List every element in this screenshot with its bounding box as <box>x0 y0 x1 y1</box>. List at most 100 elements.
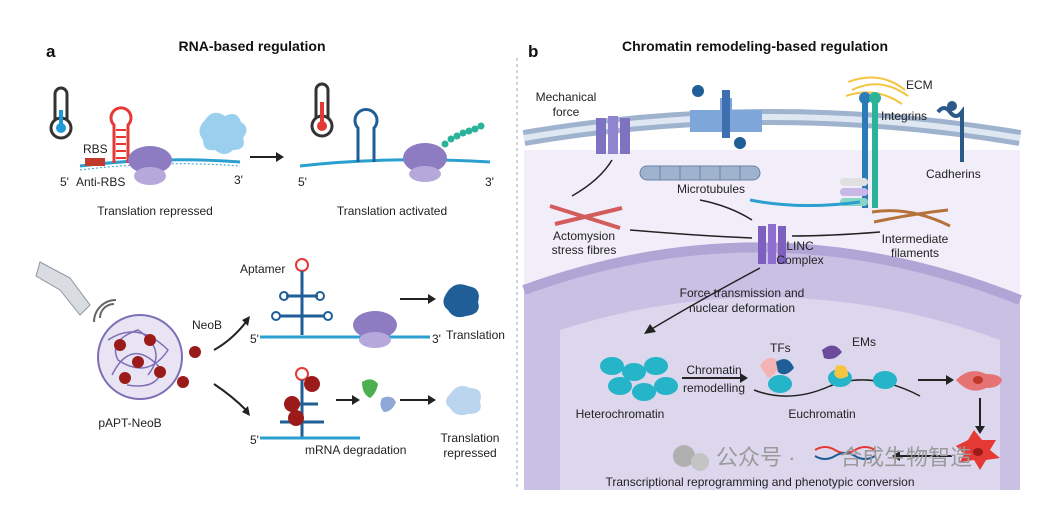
ribosome-repressed <box>128 146 172 185</box>
arrow-right-icon <box>400 395 436 405</box>
arrow-actomyosin-to-linc <box>629 229 753 239</box>
transcriptional-reprogramming-label: Transcriptional reprogramming and phenot… <box>605 475 914 489</box>
papt-neob-nanoparticle <box>97 314 183 400</box>
talin-vinculin-chain <box>749 178 868 208</box>
actomyosin-fibres <box>549 204 623 230</box>
euchromatin <box>753 345 921 397</box>
dna-helix-icon <box>814 446 876 460</box>
mechanical-force-label-line1: Mechanical <box>536 90 597 104</box>
euchromatin-label: Euchromatin <box>788 407 855 421</box>
arrow-force-transmission-head <box>644 324 656 334</box>
cell-after-icon <box>956 430 1000 470</box>
arrow-microtubules-to-linc <box>699 199 753 221</box>
tfs-label: TFs <box>770 341 791 355</box>
mechanical-force-label-line2: force <box>553 105 580 119</box>
papt-neob-label: pAPT-NeoB <box>98 416 161 430</box>
wechat-logo-icon <box>673 445 709 471</box>
chromatin-remodelling-label-line1: Chromatin <box>686 363 741 377</box>
arrow-right-icon <box>682 373 748 383</box>
arrow-right-icon <box>918 375 954 385</box>
intermediate-filaments <box>871 208 951 228</box>
translation-label: Translation <box>446 328 505 342</box>
ribosome-activated <box>403 143 447 182</box>
neob-molecule-2 <box>177 376 189 388</box>
actomyosin-label-line2: stress fibres <box>552 243 617 257</box>
neob-label: NeoB <box>192 318 222 332</box>
arrow-down-icon <box>975 398 985 434</box>
integrins-label: Integrins <box>881 109 927 123</box>
protein-dark-icon <box>443 284 479 318</box>
degraded-fragments-icon <box>362 379 396 412</box>
cadherin-receptor <box>936 101 964 162</box>
panel-b-letter: b <box>528 42 538 61</box>
force-transmission-label-line1: Force transmission and <box>680 286 805 300</box>
ecm-label: ECM <box>906 78 933 92</box>
five-prime-label-3: 5' <box>250 332 259 346</box>
heterochromatin <box>600 357 678 401</box>
cold-thermometer-icon <box>49 86 73 140</box>
mechanosensitive-channel <box>596 116 630 154</box>
ems-label: EMs <box>852 335 876 349</box>
mrna-degradation-label: mRNA degradation <box>305 443 406 457</box>
rbs-label: RBS <box>83 142 108 156</box>
panel-a-title: RNA-based regulation <box>178 38 325 54</box>
three-prime-label-3: 3' <box>432 332 441 346</box>
watermark-platform: 公众号 · <box>716 445 795 470</box>
peptide-chain <box>441 122 485 148</box>
heterochromatin-label: Heterochromatin <box>576 407 665 421</box>
five-prime-label-4: 5' <box>250 433 259 447</box>
translation-repressed-lower-line2: repressed <box>443 446 496 460</box>
ribosome-upper <box>353 311 397 348</box>
five-prime-label-1: 5' <box>60 175 69 189</box>
cell-membrane <box>522 109 1022 146</box>
aptamer-label: Aptamer <box>240 262 285 276</box>
translation-repressed-label: Translation repressed <box>97 204 213 218</box>
neob-molecule-1 <box>189 346 201 358</box>
force-transmission-label-line2: nuclear deformation <box>689 301 795 315</box>
integrin-receptor <box>859 92 881 208</box>
aptamer-structure-lower <box>280 367 324 438</box>
three-prime-label-1: 3' <box>234 173 243 187</box>
arrow-left-icon <box>892 451 952 461</box>
linc-label-line2: Complex <box>776 253 823 267</box>
arrow-force-transmission <box>649 267 761 331</box>
panel-b-title: Chromatin remodeling-based regulation <box>622 38 888 54</box>
arrow-neob-down-head <box>242 406 250 416</box>
arrow-neob-down <box>213 383 247 411</box>
arrow-force-to-actomyosin <box>571 159 613 197</box>
three-prime-label-2: 3' <box>485 175 494 189</box>
arrow-filaments-to-linc <box>791 231 881 237</box>
hot-thermometer-icon <box>310 82 334 138</box>
watermark-account: 合成生物智造 <box>840 445 972 470</box>
panel-a-letter: a <box>46 42 56 61</box>
anti-rbs-label: Anti-RBS <box>76 175 125 189</box>
ultrasound-probe-icon <box>35 261 117 323</box>
mrna-strand-activated <box>299 158 491 168</box>
protein-blob-icon <box>199 112 247 154</box>
hairpin-activated <box>353 108 379 162</box>
cell-before-icon <box>956 371 1002 391</box>
five-prime-label-2: 5' <box>298 175 307 189</box>
linc-complex <box>758 224 786 264</box>
microtubule <box>639 165 761 181</box>
actomyosin-label-line1: Actomysion <box>553 229 615 243</box>
translation-repressed-lower-line1: Translation <box>441 431 500 445</box>
translation-activated-label: Translation activated <box>337 204 447 218</box>
hairpin-repressed <box>109 106 133 163</box>
rbs-block <box>85 158 105 166</box>
protein-faded-icon <box>446 386 481 416</box>
intermediate-filaments-label-line1: Intermediate <box>882 232 949 246</box>
arrow-neob-up-head <box>242 316 250 326</box>
aptamer-structure-upper <box>271 258 333 335</box>
arrow-right-icon <box>400 294 436 304</box>
linc-label-line1: LINC <box>786 239 814 253</box>
intermediate-filaments-label-line2: filaments <box>891 246 939 260</box>
arrow-neob-up <box>213 321 247 351</box>
microtubules-label: Microtubules <box>677 182 745 196</box>
cadherins-label: Cadherins <box>926 167 981 181</box>
calcium-channel <box>690 85 762 149</box>
arrow-right-icon <box>250 152 284 162</box>
chromatin-remodelling-label-line2: remodelling <box>683 381 745 395</box>
